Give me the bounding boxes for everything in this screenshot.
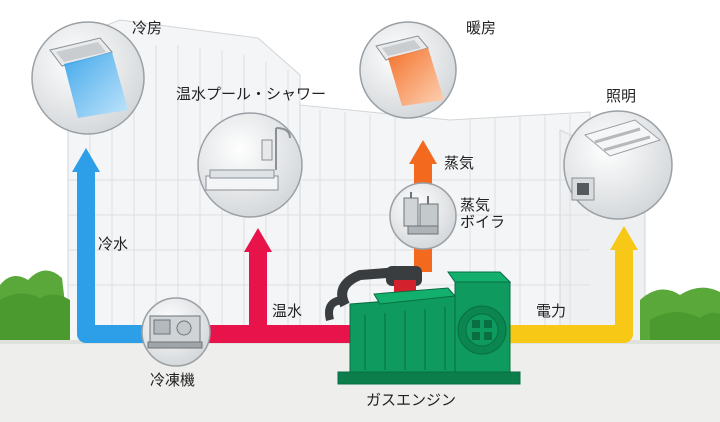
ceiling-ac-cold-air-icon xyxy=(31,21,145,135)
cold-water-pipe xyxy=(77,170,150,343)
label-electricity: 電力 xyxy=(536,302,567,320)
label-chiller: 冷凍機 xyxy=(150,371,196,389)
label-cooling: 冷房 xyxy=(132,19,163,37)
label-hot-water-pool-shower: 温水プール・シャワー xyxy=(176,85,327,103)
steam-arrow xyxy=(409,140,437,164)
label-heating: 暖房 xyxy=(466,19,497,37)
label-gas-engine: ガスエンジン xyxy=(366,391,457,409)
hot-water-arrow xyxy=(244,228,272,252)
cold-water-arrow xyxy=(72,148,100,172)
trees-background xyxy=(0,270,720,345)
label-steam-boiler-line2: ボイラ xyxy=(460,212,506,231)
label-cold-water: 冷水 xyxy=(98,235,129,253)
chiller-machine-icon xyxy=(141,297,211,367)
label-hot-water: 温水 xyxy=(272,302,303,320)
bathtub-shower-icon xyxy=(197,112,303,218)
ceiling-light-icon xyxy=(563,110,673,220)
label-steam: 蒸気 xyxy=(444,154,475,172)
electricity-arrow xyxy=(610,226,638,250)
ceiling-ac-warm-air-icon xyxy=(359,21,457,119)
label-steam-boiler: 蒸気 ボイラ xyxy=(460,197,505,230)
buildings-background xyxy=(67,19,646,346)
electricity-pipe xyxy=(505,248,633,343)
label-steam-boiler-line1: 蒸気 xyxy=(460,196,491,214)
gas-engine-generator-icon xyxy=(325,266,521,385)
steam-boiler-machine-icon xyxy=(389,182,457,250)
label-lighting: 照明 xyxy=(606,87,637,105)
